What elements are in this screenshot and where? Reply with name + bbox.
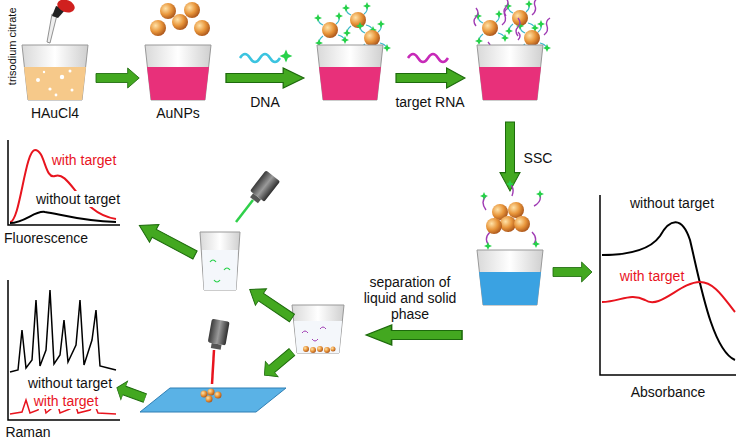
reagent-label: trisodium citrate: [6, 7, 19, 85]
process-arrow: [258, 344, 298, 382]
dna-strand: [240, 54, 280, 62]
process-arrow: [244, 281, 297, 326]
beaker: [477, 250, 543, 305]
process-arrow: [366, 325, 462, 345]
curve-label: without target: [34, 191, 122, 207]
absorbance-plot: [600, 195, 736, 375]
nanoparticles: [150, 2, 210, 36]
aggregate: [480, 180, 544, 250]
axis-label: Absorbance: [631, 384, 706, 400]
beaker: [317, 45, 383, 100]
process-arrow: [135, 217, 200, 264]
beaker: [292, 305, 344, 353]
nanoparticle-label: AuNPs: [156, 105, 200, 121]
fluorescence-plot: [8, 140, 120, 225]
raman-plot: [8, 280, 120, 420]
pipette: [46, 0, 77, 49]
process-arrow: [553, 262, 592, 282]
axis-label: Fluorescence: [4, 230, 88, 246]
curve-label: with target: [50, 152, 119, 168]
curve-label: with target: [618, 268, 687, 284]
compound-label: HAuCl4: [31, 105, 79, 121]
step-label: separation of liquid and solid phase: [354, 274, 466, 322]
beaker: [145, 45, 211, 100]
process-arrow: [396, 68, 465, 88]
curve-label: without target: [26, 375, 114, 391]
fluorophore: [280, 50, 293, 63]
reagent-label: DNA: [250, 94, 280, 110]
curve-label: with target: [32, 393, 101, 409]
axis-label: Raman: [5, 424, 50, 440]
cuvette: [200, 170, 280, 290]
process-arrow: [113, 378, 148, 407]
buffer-label: SSC: [524, 150, 553, 166]
process-arrow: [96, 68, 139, 88]
process-arrow: [500, 122, 520, 191]
beaker: [22, 45, 88, 100]
curve-label: without target: [628, 195, 716, 211]
reagent-label: target RNA: [395, 94, 464, 110]
slide: [140, 319, 286, 412]
rna-strand: [408, 54, 448, 62]
beaker: [477, 45, 543, 100]
process-arrow: [226, 68, 304, 88]
